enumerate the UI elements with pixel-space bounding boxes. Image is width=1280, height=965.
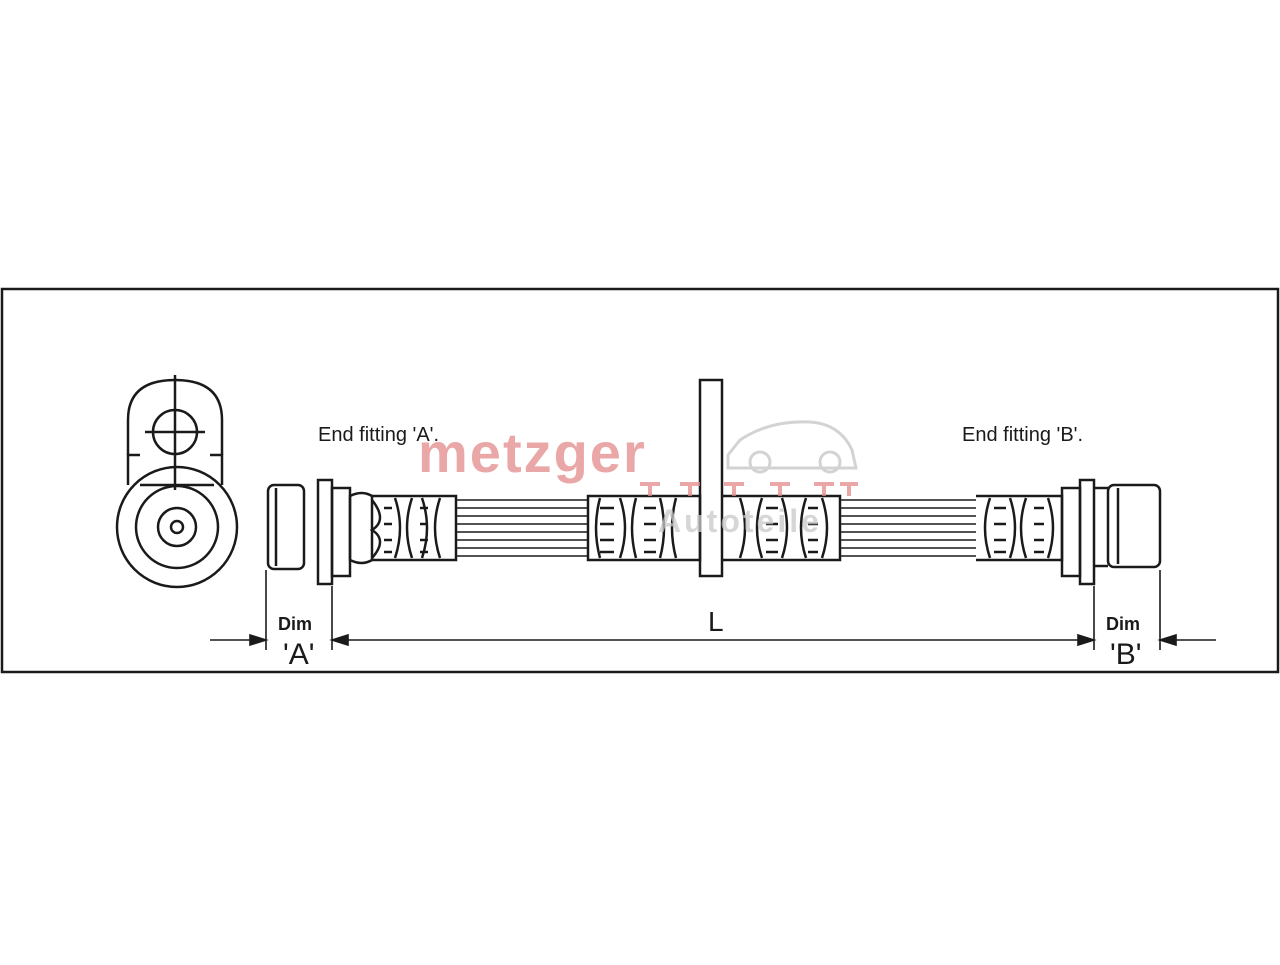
end-fitting-b-label: End fitting 'B'. bbox=[962, 424, 1083, 446]
dim-b-word: Dim bbox=[1106, 614, 1140, 634]
dim-b-letter: 'B' bbox=[1110, 638, 1141, 671]
watermark-marks bbox=[640, 482, 858, 496]
drawing-frame bbox=[0, 287, 1280, 674]
fitting-side-view bbox=[115, 375, 239, 589]
watermark: metzger Autoteile bbox=[418, 420, 858, 539]
end-fitting-b bbox=[976, 478, 1162, 586]
end-fitting-a bbox=[266, 478, 458, 586]
end-fitting-a-label: End fitting 'A'. bbox=[318, 424, 439, 446]
length-label: L bbox=[708, 606, 724, 637]
watermark-sub: Autoteile bbox=[658, 503, 822, 539]
dim-a-word: Dim bbox=[278, 614, 312, 634]
hose-section-right bbox=[840, 499, 976, 557]
dimension-lines bbox=[210, 570, 1216, 650]
hose-section-left bbox=[456, 499, 588, 557]
watermark-brand: metzger bbox=[418, 421, 647, 484]
dim-a-letter: 'A' bbox=[283, 638, 314, 671]
car-logo-icon bbox=[726, 420, 858, 474]
